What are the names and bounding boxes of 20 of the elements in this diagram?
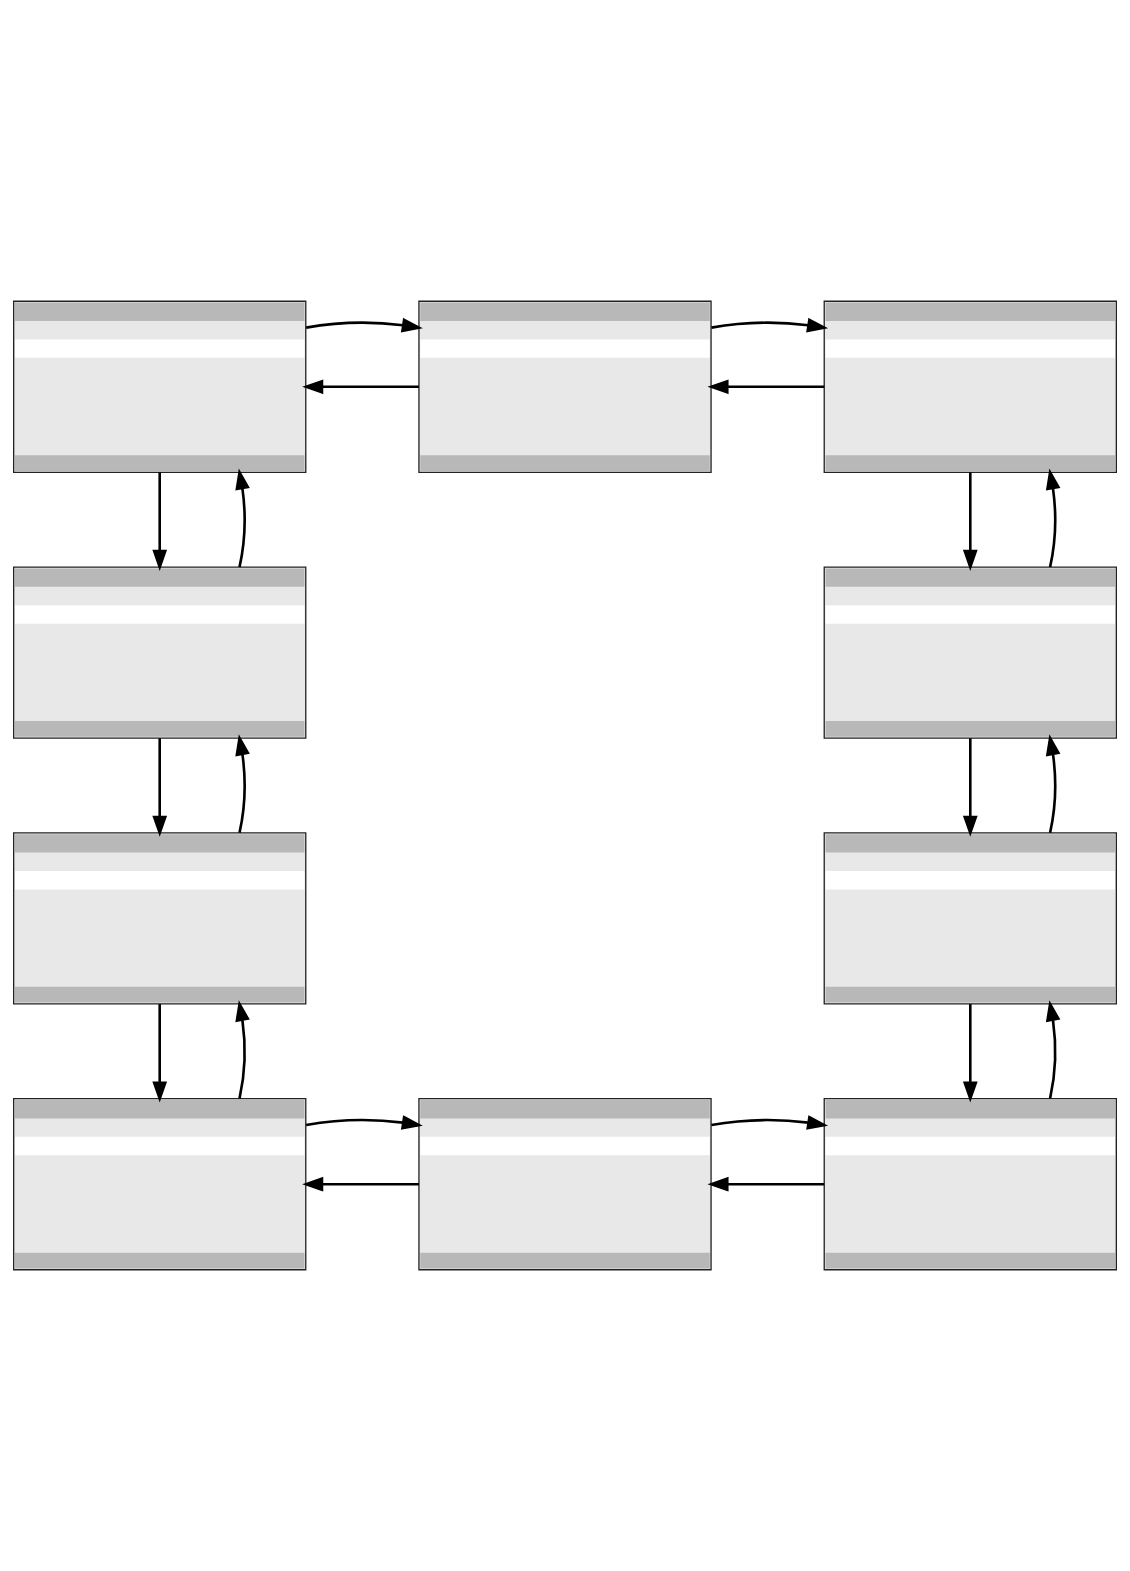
arrow [1045, 1000, 1061, 1099]
arrow [235, 1000, 250, 1099]
arrow [305, 1115, 423, 1130]
arrow [962, 1004, 978, 1103]
arrow [1045, 468, 1061, 568]
arrow [302, 1176, 419, 1192]
arrow [305, 317, 423, 333]
arrow [235, 734, 250, 833]
arrow [152, 472, 168, 571]
arrow [711, 317, 829, 333]
arrow [962, 472, 978, 571]
arrow [152, 738, 168, 837]
arrow [152, 1004, 168, 1103]
arrow [302, 379, 419, 395]
arrow [962, 738, 978, 837]
arrow [235, 468, 250, 568]
arrow [1045, 734, 1061, 833]
arrow [707, 1176, 825, 1192]
arrow [707, 379, 825, 395]
arrow [711, 1115, 829, 1130]
